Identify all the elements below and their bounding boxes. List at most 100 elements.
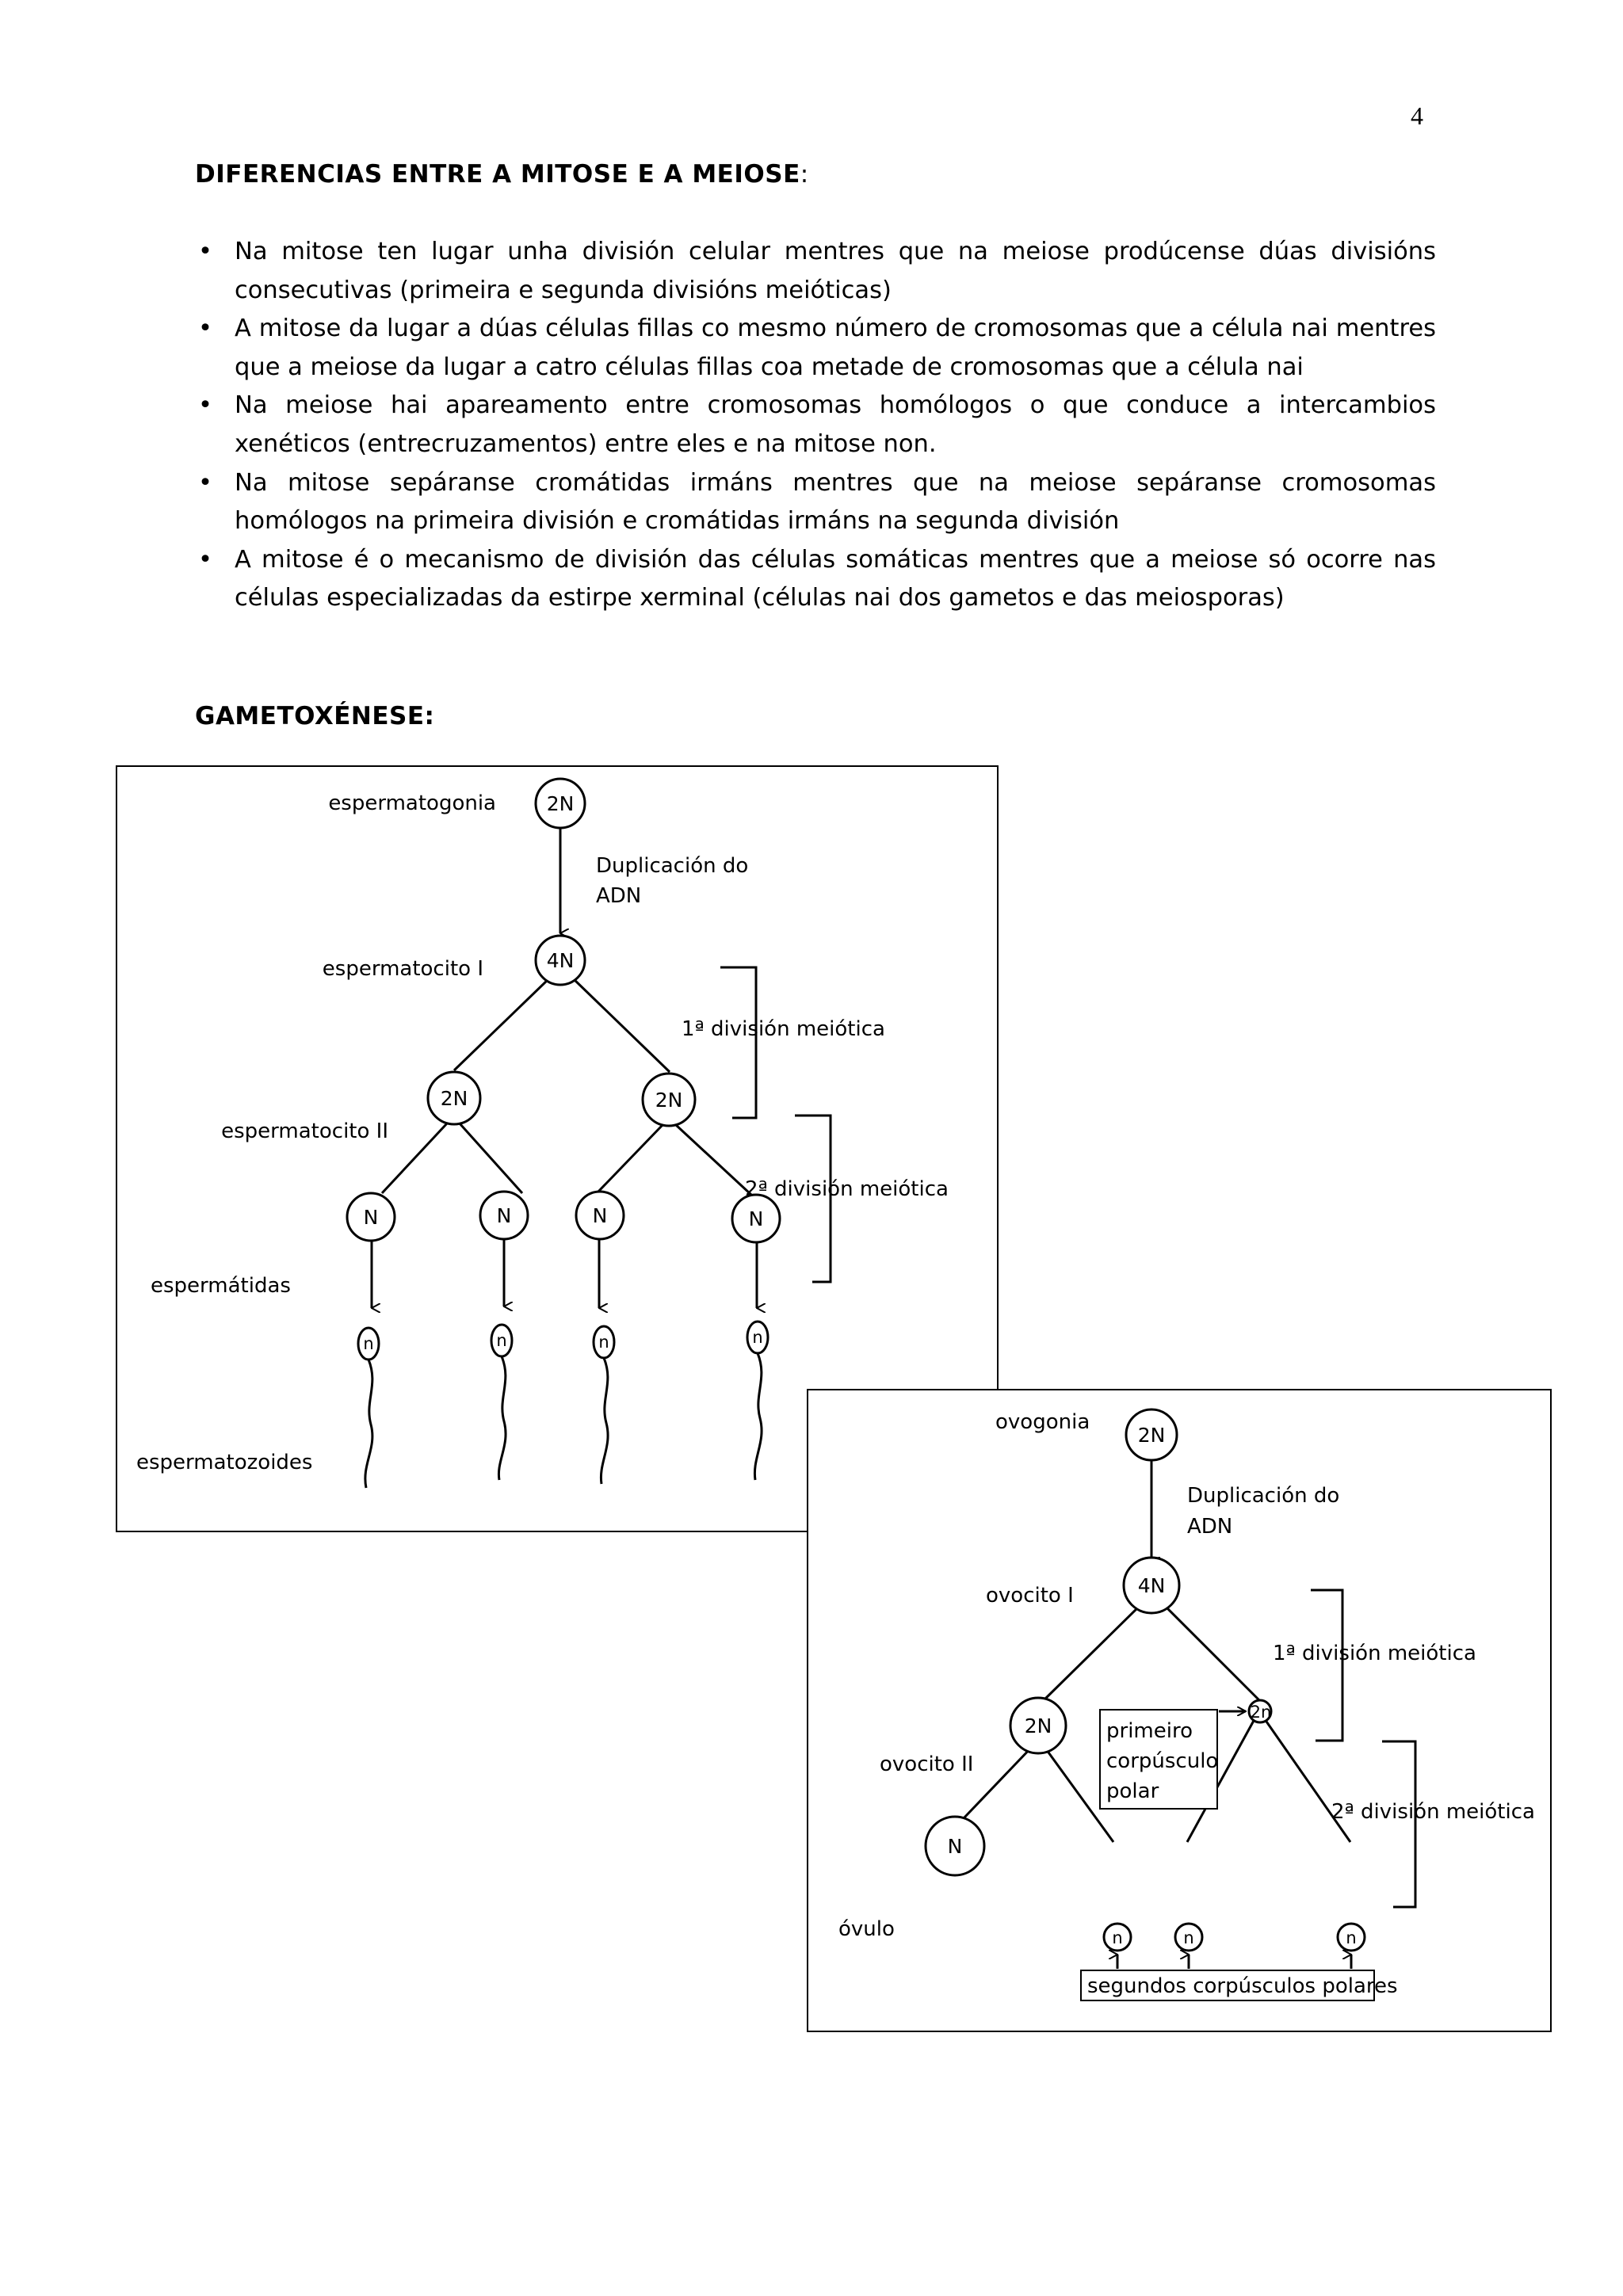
cell-label: n [1183,1928,1193,1947]
first-division-label: 1ª división meiótica [682,1017,885,1041]
stage-label-ovocito-1: ovocito I [986,1584,1074,1608]
list-item-text: Na mitose ten lugar unha división celula… [235,238,1436,304]
cell-espermatida [575,1190,625,1241]
cell-espermatocito-1 [534,934,586,986]
list-item-text: A mitose da lugar a dúas células fillas … [235,315,1436,381]
stage-label-espermatocito-2: espermatocito II [221,1119,388,1143]
bullet-icon: • [198,545,212,574]
branch-line [458,1122,524,1195]
bracket-second-division [795,1114,832,1283]
branch-line [571,977,671,1074]
cell-espermatida [731,1193,781,1244]
oogenesis-diagram: 2N 4N 2N 2n N n n n ovogonia ovocito I o… [807,1389,1552,2032]
list-item-text: Na mitose sepáranse cromátidas irmáns me… [235,468,1436,536]
branch-line [1263,1718,1352,1843]
bullet-icon: • [198,238,212,265]
bracket-first-division [1311,1589,1344,1742]
second-polar-bodies-box [1080,1970,1375,2001]
branch-line [453,977,551,1072]
stage-label-espermatidas: espermátidas [151,1274,291,1298]
bracket-first-division [720,966,758,1119]
cell-label: 2n [1251,1703,1272,1722]
cell-label: 2N [547,792,575,815]
branch-line [1041,1604,1141,1703]
cell-label: 2N [1025,1714,1052,1737]
oogenesis-svg: 2N 4N 2N 2n N n n n ovogonia ovocito I o… [838,1408,1535,2001]
cell-label: n [598,1333,609,1352]
second-polar-bodies-label: segundos corpúsculos polares [1087,1974,1398,1998]
cell-label: N [749,1207,764,1230]
bullet-icon: • [198,315,212,343]
cell-second-polar-body [1102,1922,1132,1952]
bullet-icon: • [198,468,212,497]
first-polar-body-label: primeiro [1106,1719,1193,1743]
cell-label: 4N [1138,1574,1166,1597]
section-heading-differences: DIFERENCIAS ENTRE A MITOSE E A MEIOSE: [195,160,809,189]
stage-label-ovocito-2: ovocito II [880,1753,973,1776]
section-heading-text: DIFERENCIAS ENTRE A MITOSE E A MEIOSE [195,160,800,189]
cell-label: n [496,1331,506,1350]
second-division-label: 2ª división meiótica [745,1177,949,1201]
first-polar-body-label: polar [1106,1779,1159,1803]
branch-line [962,1745,1033,1820]
branch-line [1163,1604,1262,1703]
cell-label: n [1346,1928,1356,1947]
page-number: 4 [1411,101,1423,130]
stage-label-ovogonia: ovogonia [995,1410,1090,1434]
list-item: • Na mitose sepáranse cromátidas irmáns m… [195,464,1436,541]
cell-espermatida [346,1192,396,1242]
duplication-label: ADN [596,884,641,908]
cell-ovocito-1 [1122,1556,1181,1615]
heading-colon: : [800,160,809,189]
spermatozoon-tail [599,1357,609,1485]
list-item-text: Na meiose hai apareamento entre cromosom… [235,391,1436,458]
cell-espermatocito-2 [641,1072,697,1127]
cell-ovogonia [1125,1408,1178,1462]
duplication-label: Duplicación do [596,854,748,878]
cell-espermatida [479,1190,529,1241]
list-item: • Na mitose ten lugar unha división celul… [195,233,1436,310]
stage-label-espermatozoides: espermatozoides [136,1451,312,1474]
branch-line [674,1123,753,1196]
cell-ovulo [924,1815,986,1877]
cell-label: 4N [547,949,575,972]
cell-first-polar-body [1247,1699,1273,1724]
second-division-label: 2ª división meiótica [1331,1800,1535,1824]
branch-line [1186,1718,1256,1843]
cell-label: 2N [655,1089,683,1112]
cell-second-polar-body [1174,1922,1204,1952]
spermatozoon-tail [364,1359,374,1489]
list-item-text: A mitose é o mecanismo de división das c… [235,545,1436,612]
stage-label-espermatogonia: espermatogonia [328,791,496,815]
first-polar-body-label: corpúsculo [1106,1749,1218,1773]
spermatozoon-tail [497,1356,507,1481]
branch-line [380,1122,449,1195]
first-division-label: 1ª división meiótica [1273,1642,1476,1665]
first-polar-body-box-final [1099,1709,1218,1810]
section-heading-gametogenesis: GAMETOXÉNESE: [195,702,435,730]
cell-label: n [1112,1928,1122,1947]
cell-label: N [364,1206,379,1229]
cell-espermatocito-2 [426,1070,482,1126]
cell-label: N [948,1835,963,1858]
list-item: • A mitose é o mecanismo de división das … [195,541,1436,618]
branch-line [597,1123,664,1193]
cell-label: 2N [441,1087,468,1110]
list-item: •Na meiose hai apareamento entre cromoso… [195,387,1436,463]
duplication-label: Duplicación do [1187,1484,1339,1508]
spermatogenesis-svg: 2N 4N 2N 2N N N N N n n n n espermatogon… [136,777,949,1489]
cell-espermatogonia [534,777,586,830]
differences-list: • Na mitose ten lugar unha división celul… [195,233,1436,618]
spermatogenesis-diagram: 2N 4N 2N 2N N N N N n n n n espermatogon… [116,765,999,1532]
cell-label: N [497,1204,512,1227]
stage-label-espermatocito-1: espermatocito I [323,957,483,981]
cell-label: 2N [1138,1424,1166,1447]
list-item: • A mitose da lugar a dúas células fillas… [195,310,1436,387]
branch-line [1043,1746,1115,1843]
cell-second-polar-body [1336,1922,1366,1952]
stage-label-ovulo: óvulo [838,1917,895,1941]
cell-ovocito-2 [1009,1696,1067,1755]
bracket-second-division [1382,1740,1417,1909]
spermatozoon-tail [753,1352,763,1481]
